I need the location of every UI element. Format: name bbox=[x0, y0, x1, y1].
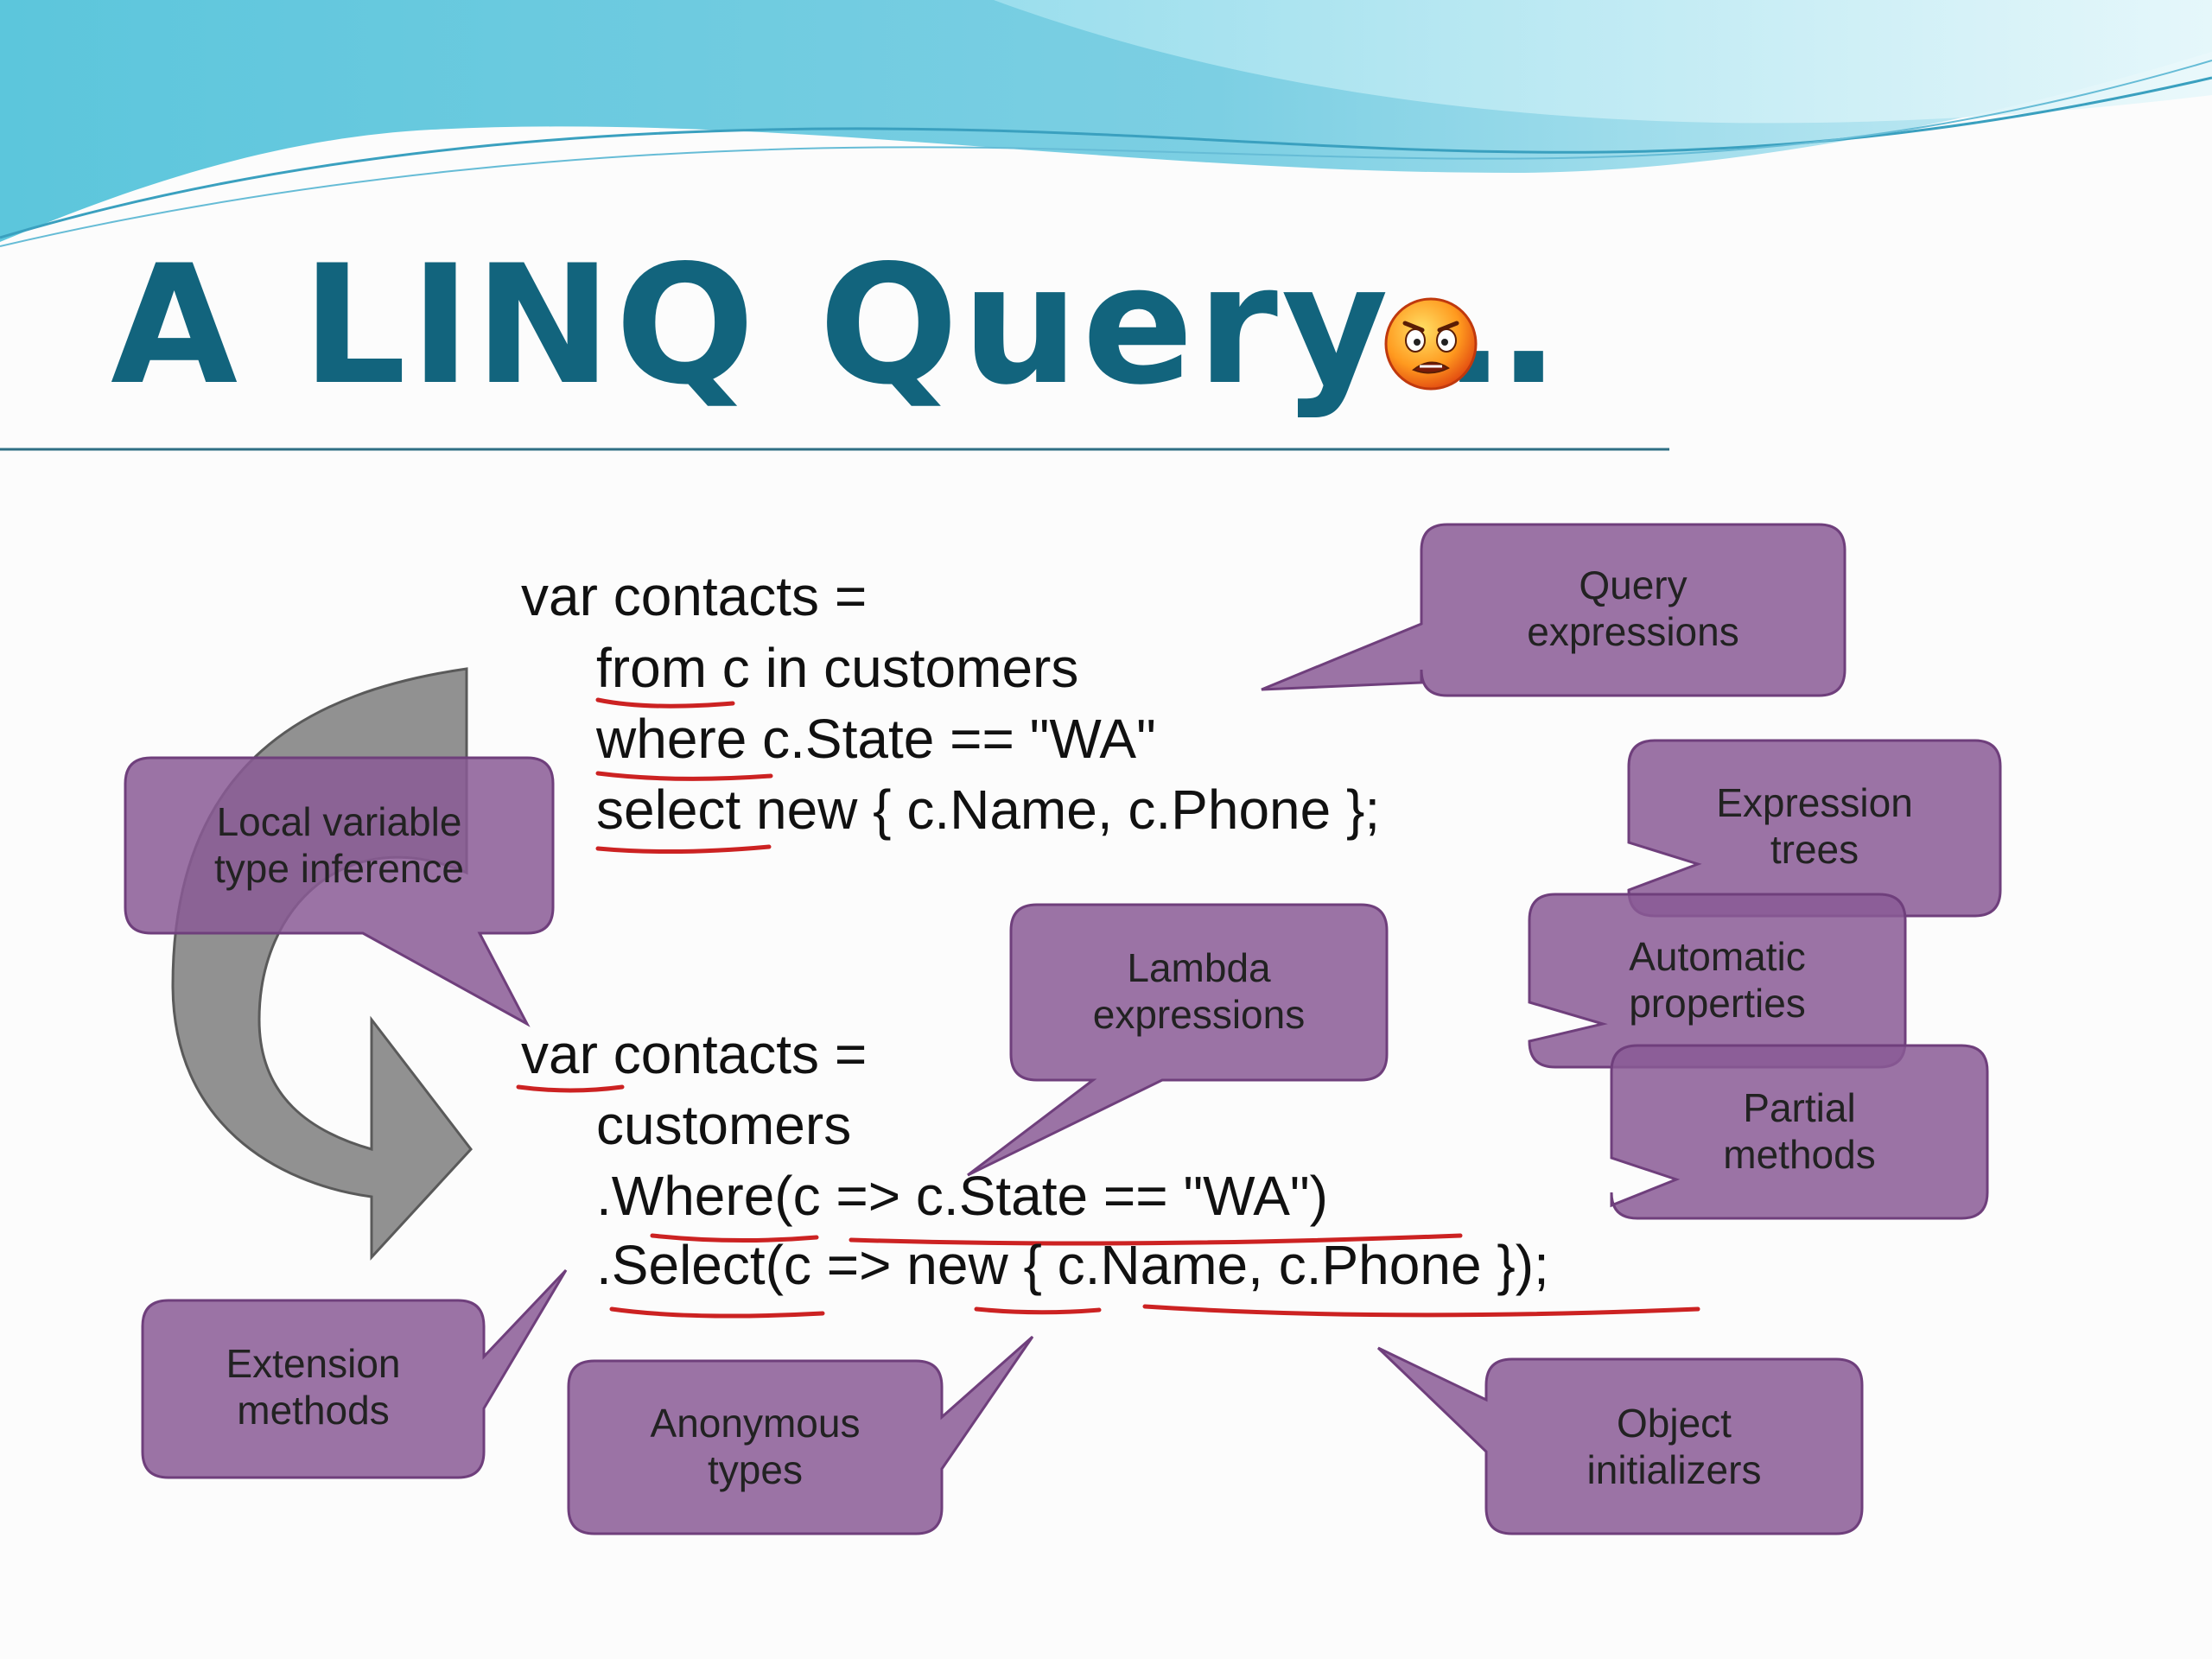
shocked-face-emoji-icon bbox=[1384, 297, 1478, 391]
code-method-line-4: .Select(c => new { c.Name, c.Phone }); bbox=[596, 1234, 1549, 1296]
underline-from bbox=[595, 697, 735, 709]
callout-expression-trees: Expression trees bbox=[1716, 780, 1913, 872]
code-query-line-2: from c in customers bbox=[596, 637, 1079, 699]
callout-anonymous-types: Anonymous types bbox=[650, 1401, 861, 1492]
keyword-underlines bbox=[516, 697, 1700, 1319]
code-query-line-1: var contacts = bbox=[521, 565, 868, 627]
callout-anonymous-types-shape bbox=[567, 1335, 1034, 1535]
underline-var bbox=[516, 1084, 625, 1093]
callout-extension-methods: Extension methods bbox=[226, 1341, 401, 1433]
callout-query-expressions: Query expressions bbox=[1527, 563, 1739, 654]
code-query-line-4: select new { c.Name, c.Phone }; bbox=[596, 779, 1381, 841]
underline-new bbox=[974, 1306, 1102, 1315]
callout-local-variable-type-inference: Local variable type inference bbox=[214, 799, 464, 891]
code-query-line-3: where c.State == "WA" bbox=[596, 708, 1156, 770]
code-method-line-1: var contacts = bbox=[521, 1023, 868, 1085]
callout-automatic-properties: Automatic properties bbox=[1629, 934, 1806, 1026]
code-method-line-3: .Where(c => c.State == "WA") bbox=[596, 1165, 1328, 1227]
callout-object-initializers: Object initializers bbox=[1586, 1401, 1762, 1492]
underline-where bbox=[595, 771, 773, 781]
callout-local-variable-shape bbox=[124, 756, 555, 1027]
callout-lambda-expressions: Lambda expressions bbox=[1092, 945, 1306, 1037]
underline-select bbox=[595, 844, 772, 855]
callout-lambda-expressions-shape bbox=[967, 903, 1389, 1177]
underline-select-method bbox=[609, 1306, 825, 1319]
callout-object-initializers-shape bbox=[1376, 1346, 1864, 1535]
callout-partial-methods-shape bbox=[1610, 1044, 1989, 1220]
callout-query-expressions-shape bbox=[1261, 523, 1847, 697]
code-method-line-2: customers bbox=[596, 1094, 852, 1156]
slide-title: A LINQ Query… bbox=[111, 230, 1560, 421]
underline-where-lambda bbox=[849, 1233, 1463, 1246]
underline-object-init bbox=[1142, 1304, 1700, 1318]
callout-partial-methods: Partial methods bbox=[1723, 1085, 1876, 1177]
callout-extension-methods-shape bbox=[141, 1268, 568, 1479]
underline-lambda-select bbox=[650, 1233, 819, 1243]
callout-automatic-properties-shape bbox=[1528, 893, 1907, 1069]
